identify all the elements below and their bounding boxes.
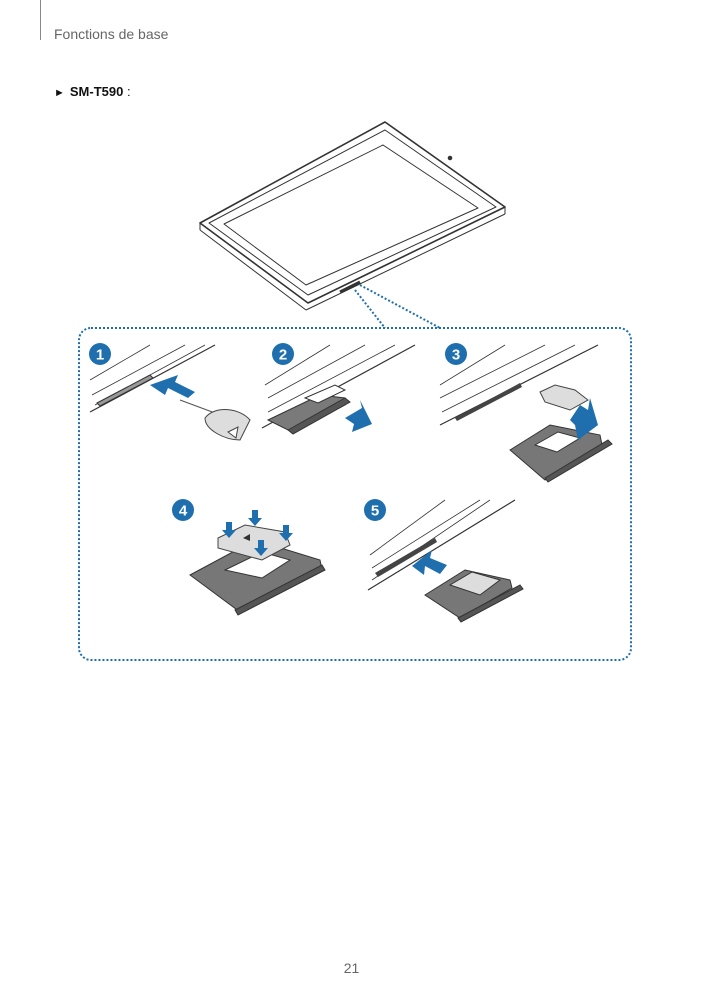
step-1-illustration bbox=[89, 344, 251, 441]
page-number: 21 bbox=[343, 960, 360, 976]
step-2-illustration bbox=[261, 344, 416, 435]
header-rule bbox=[40, 0, 41, 40]
step-badge-1: 1 bbox=[89, 343, 111, 365]
step-badge-4: 4 bbox=[172, 499, 194, 521]
svg-text:3: 3 bbox=[452, 347, 460, 364]
svg-text:1: 1 bbox=[96, 347, 104, 364]
svg-text:2: 2 bbox=[279, 347, 287, 364]
step-badge-3: 3 bbox=[445, 343, 467, 365]
svg-text:5: 5 bbox=[371, 503, 379, 520]
tablet-illustration bbox=[199, 121, 506, 311]
step-badge-2: 2 bbox=[272, 343, 294, 365]
model-name: SM-T590 bbox=[69, 84, 124, 99]
model-heading: ► SM-T590 : bbox=[54, 84, 131, 99]
step-5-illustration bbox=[367, 499, 524, 623]
step-3-illustration bbox=[439, 344, 613, 483]
section-title: Fonctions de base bbox=[54, 26, 169, 42]
step-badge-5: 5 bbox=[364, 499, 386, 521]
svg-text:4: 4 bbox=[179, 503, 188, 520]
triangle-bullet-icon: ► bbox=[54, 87, 65, 99]
steps-frame bbox=[78, 327, 632, 661]
step-4-illustration bbox=[189, 510, 326, 616]
model-colon: : bbox=[126, 84, 131, 99]
